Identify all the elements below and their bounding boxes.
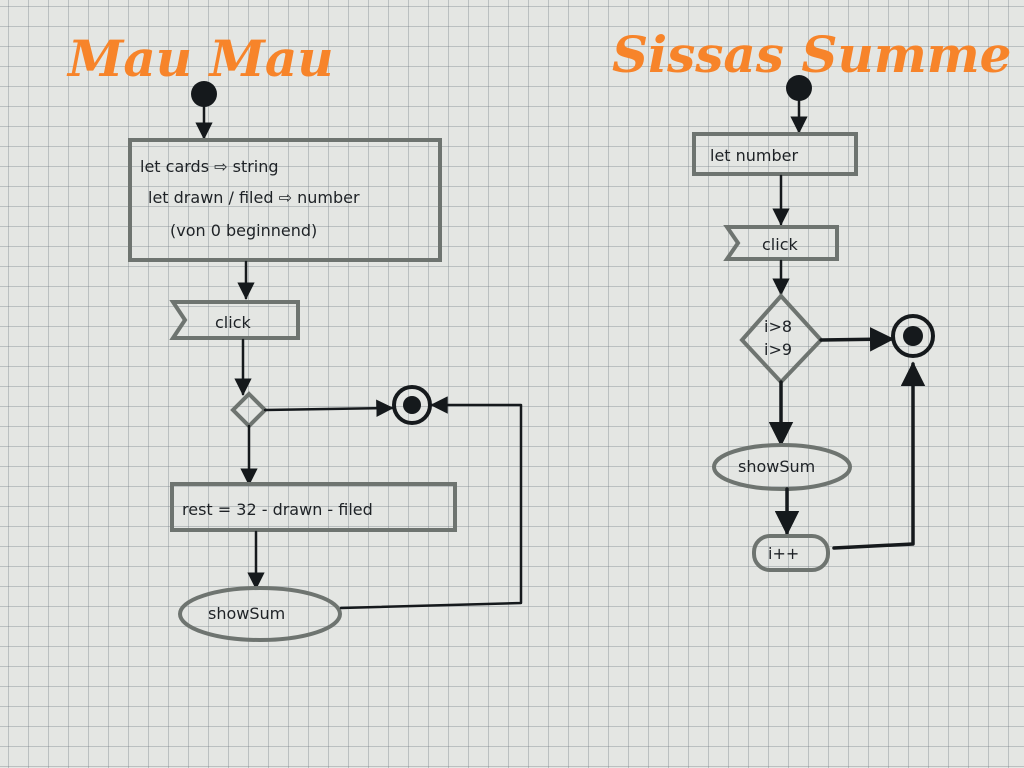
left-flow-decision-to-end xyxy=(263,399,394,417)
left-flow-showsum-to-end xyxy=(339,396,523,610)
right-declaration-label: let number xyxy=(710,146,799,165)
right-decision-line-1: i>8 xyxy=(764,317,792,336)
right-decision-diamond xyxy=(739,293,824,385)
right-start-node xyxy=(786,75,812,101)
left-event-click xyxy=(169,300,300,340)
left-output-label: showSum xyxy=(208,604,285,623)
right-final-node xyxy=(891,314,935,358)
right-increment-box xyxy=(752,534,830,572)
left-declaration-line-3: (von 0 beginnend) xyxy=(170,221,317,240)
right-output-label: showSum xyxy=(738,457,815,476)
left-declaration-line-2: let drawn / filed ⇨ number xyxy=(148,188,360,207)
right-decision-line-2: i>9 xyxy=(764,340,792,359)
left-final-node xyxy=(392,385,432,425)
right-event-click xyxy=(723,225,839,261)
left-output-ellipse xyxy=(178,586,342,642)
right-increment-label: i++ xyxy=(768,544,799,563)
right-flow-increment-to-end xyxy=(832,361,926,550)
right-diagram-title: Sissas Summe xyxy=(612,25,1011,84)
left-event-label: click xyxy=(215,313,251,332)
left-start-node xyxy=(191,81,217,107)
left-action-label: rest = 32 - drawn - filed xyxy=(182,500,373,519)
right-output-ellipse xyxy=(712,443,852,491)
right-declaration-box xyxy=(692,132,858,176)
left-diagram-title: Mau Mau xyxy=(66,29,334,88)
left-action-box xyxy=(170,482,457,532)
right-event-label: click xyxy=(762,235,798,254)
right-flow-decision-to-end xyxy=(819,327,895,352)
left-declaration-box xyxy=(128,138,442,262)
left-declaration-line-1: let cards ⇨ string xyxy=(140,157,279,176)
left-decision-diamond xyxy=(230,391,268,429)
